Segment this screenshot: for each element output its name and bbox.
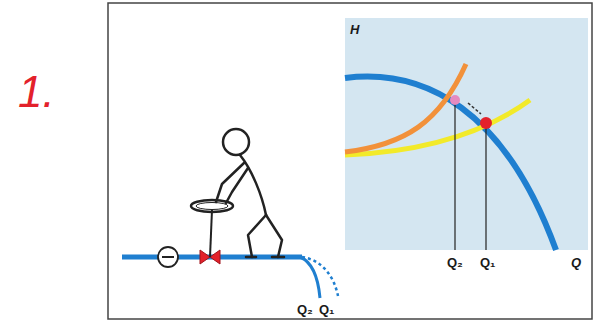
axis-label: Q bbox=[571, 256, 581, 269]
flow-label: Q₁ bbox=[480, 256, 496, 269]
outflow-label: Q₁ bbox=[319, 303, 335, 316]
figure-number: 1. bbox=[18, 70, 55, 114]
chart-area bbox=[345, 18, 588, 250]
q1-line bbox=[485, 123, 486, 250]
flow-label: Q₂ bbox=[447, 256, 463, 269]
operator-figure bbox=[216, 129, 284, 257]
operating-point-1 bbox=[480, 117, 492, 129]
outflow-q1 bbox=[302, 257, 338, 296]
shift-arrow bbox=[468, 103, 481, 114]
pump-curve bbox=[345, 77, 556, 250]
outflow-q2 bbox=[300, 257, 320, 298]
pump-symbol-mark bbox=[162, 256, 174, 258]
system-curve-throttled bbox=[345, 64, 466, 152]
frame bbox=[108, 3, 592, 319]
q2-line bbox=[454, 100, 455, 250]
pump-symbol bbox=[158, 247, 178, 267]
handwheel-inner bbox=[196, 203, 228, 210]
operating-point-2 bbox=[450, 95, 460, 105]
outflow-label: Q₂ bbox=[297, 303, 313, 316]
axis-label: H bbox=[350, 23, 359, 36]
valve-stem bbox=[210, 210, 212, 257]
